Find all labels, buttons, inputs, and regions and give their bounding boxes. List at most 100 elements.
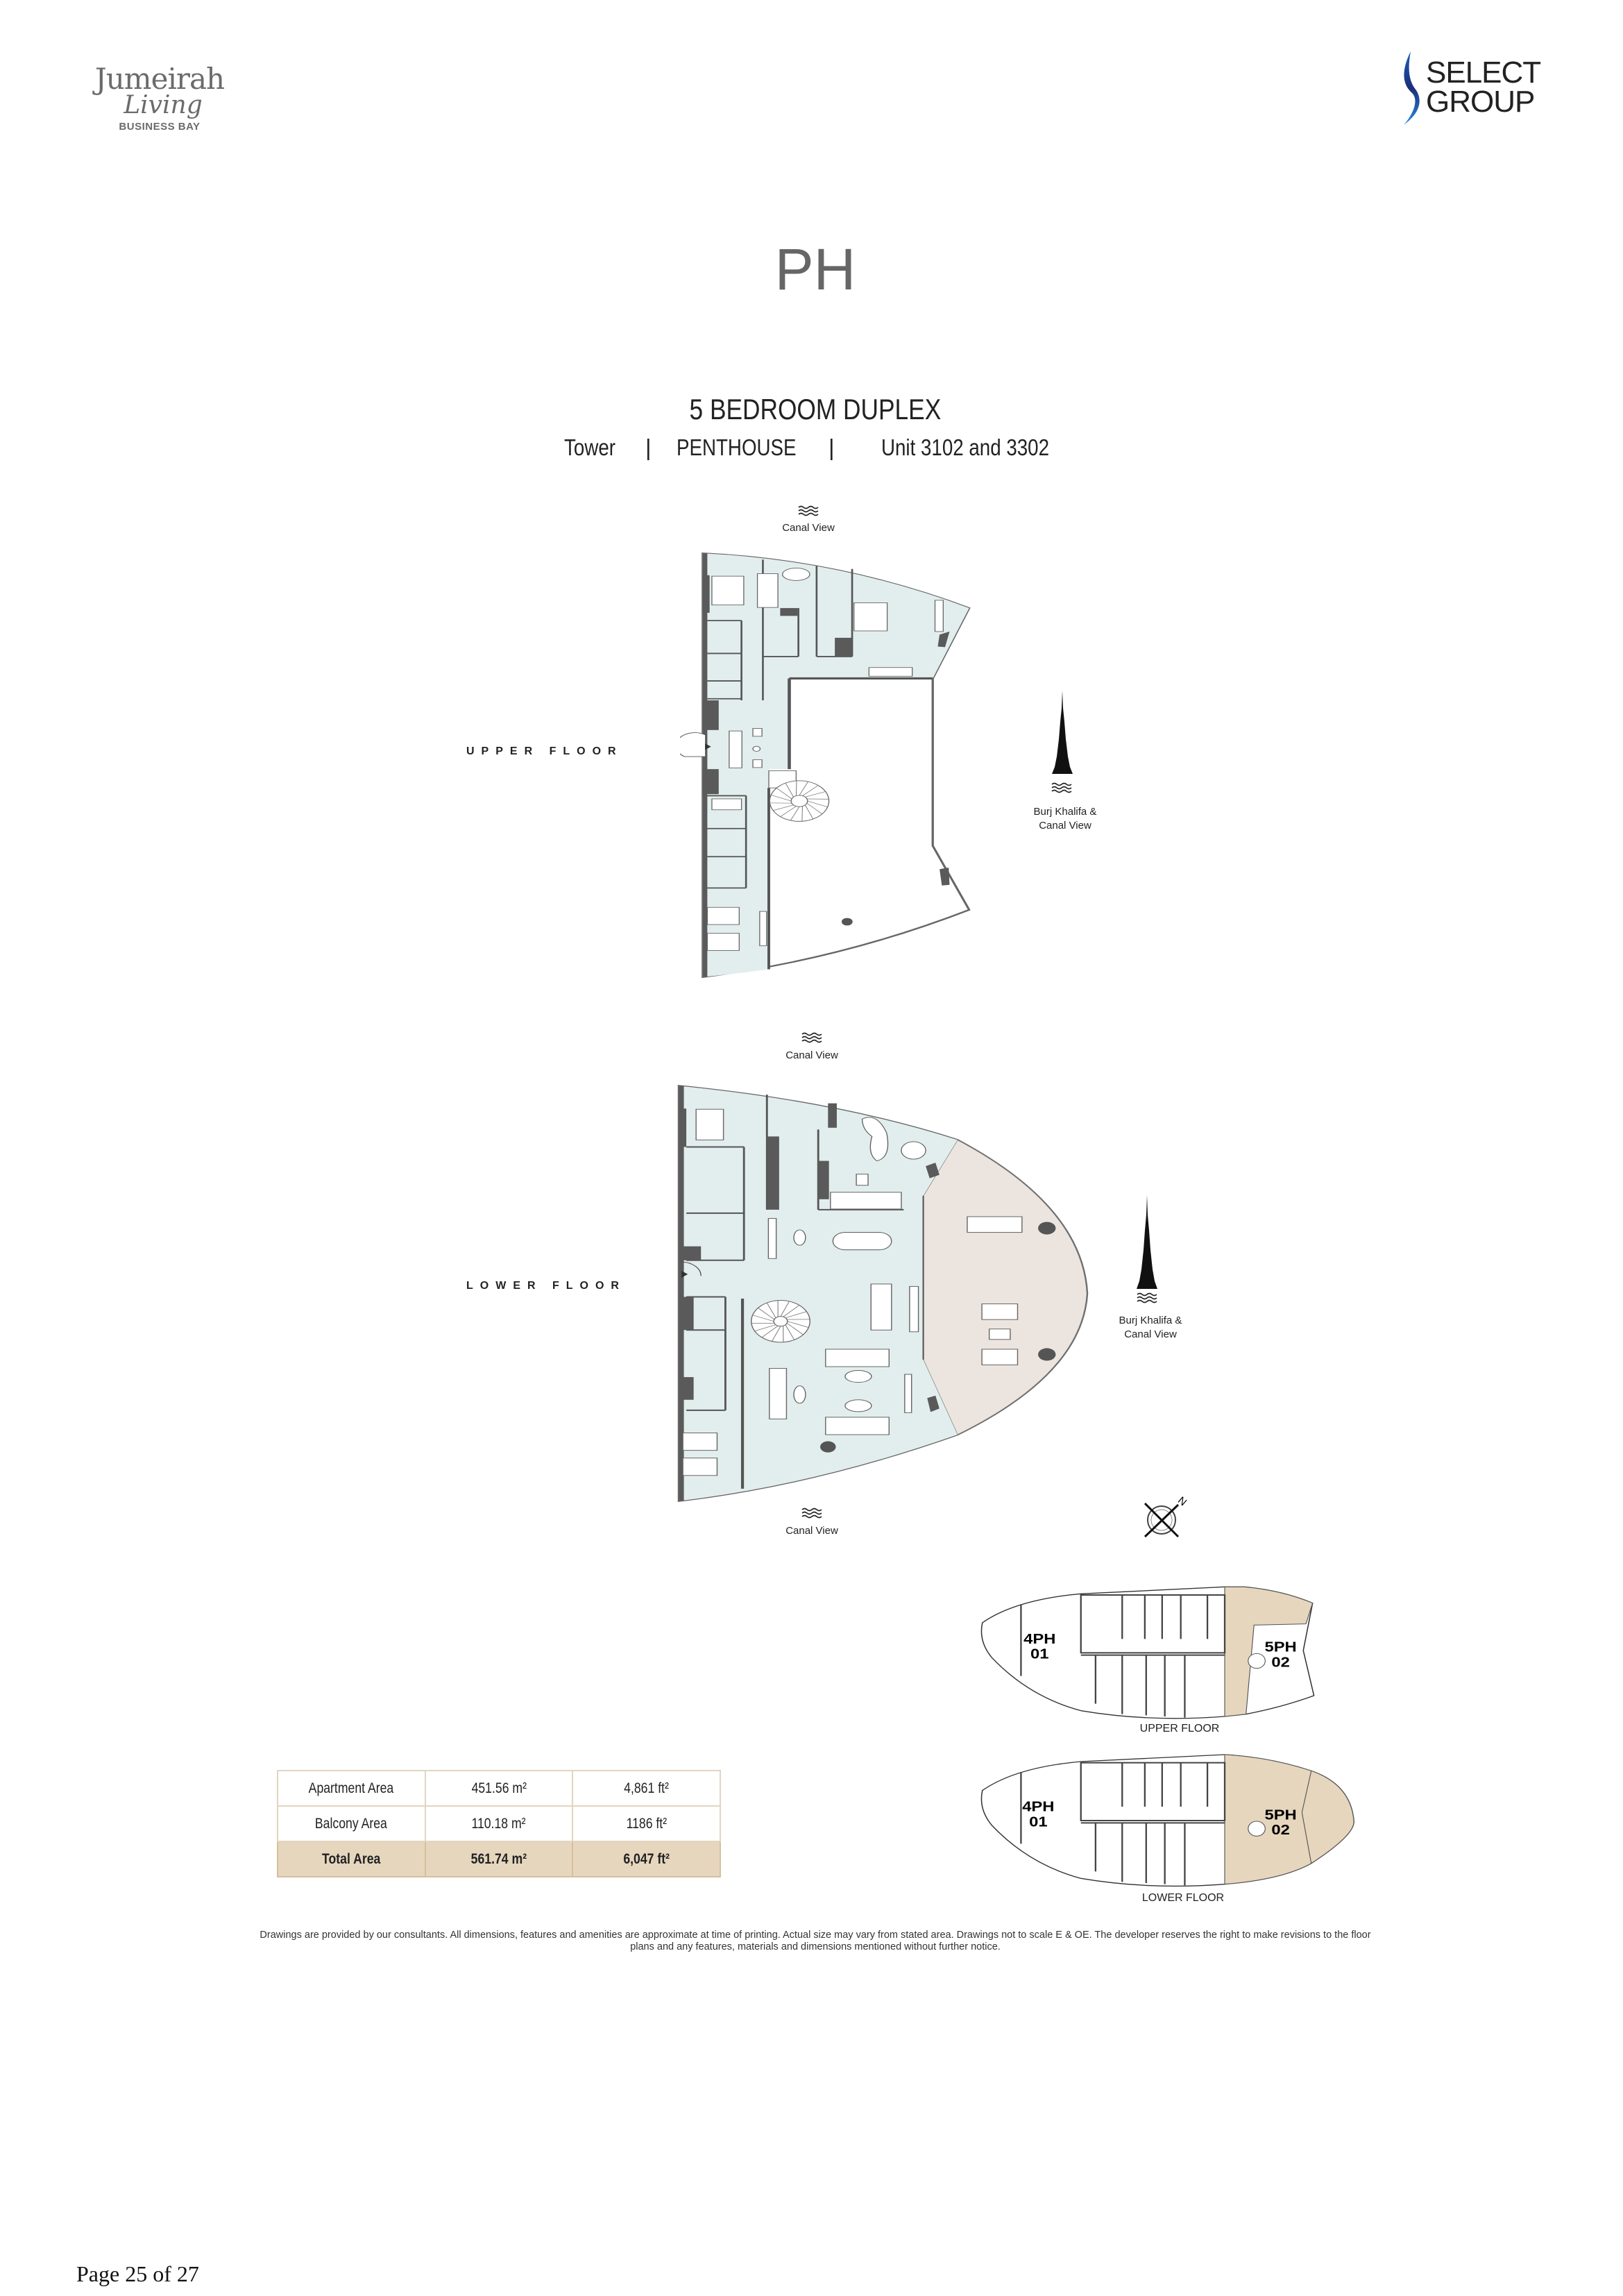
lower-interior: [679, 1086, 958, 1501]
logo-line1: Jumeirah: [94, 62, 225, 96]
stair-tread: [806, 802, 823, 815]
area-sqft-text: 6,047 ft²: [623, 1850, 670, 1867]
stair-tread: [776, 788, 792, 800]
area-sqft: 4,861 ft²: [572, 1770, 721, 1807]
stair-tread: [785, 1311, 807, 1319]
area-label: Total Area: [277, 1841, 426, 1877]
stair-tread: [780, 806, 797, 817]
lower-canal-view-bottom-label: Canal View: [785, 1525, 838, 1537]
subtitle-units-text: Unit 3102 and 3302: [881, 434, 1049, 460]
select-group-wordmark: SELECT GROUP: [1426, 56, 1541, 119]
area-sqft-text: 1186 ft²: [626, 1815, 667, 1832]
upper-burj-view-label: Burj Khalifa & Canal View: [1010, 805, 1121, 833]
lower-floor-plan: [677, 1085, 1089, 1502]
stair-tread: [785, 783, 794, 797]
stair-tread: [780, 1301, 790, 1317]
upper-canal-view-label: Canal View: [782, 522, 835, 534]
stair-tread: [804, 804, 814, 820]
upper-interior: [702, 553, 969, 977]
upper-floor-label: UPPER FLOOR: [466, 745, 623, 757]
area-sqm-text: 451.56 m²: [471, 1780, 527, 1796]
burj-view-line2: Canal View: [1039, 820, 1091, 832]
select-group-logo: SELECT GROUP: [1398, 50, 1558, 126]
area-label-text: Total Area: [322, 1850, 381, 1867]
stair-tread: [799, 781, 808, 796]
north-compass-icon: N: [1144, 1494, 1189, 1538]
water-waves-icon: [1137, 1292, 1157, 1303]
logo-line2: Living: [124, 91, 203, 119]
stair-tread: [766, 1302, 776, 1318]
subtitle-units: Unit 3102 and 3302: [881, 434, 1081, 461]
subtitle-separator: |: [829, 434, 835, 460]
stair-tread: [772, 1326, 781, 1342]
table-row: Balcony Area 110.18 m² 1186 ft²: [277, 1805, 721, 1842]
water-waves-icon: [798, 505, 819, 516]
logo-line3: BUSINESS BAY: [119, 121, 201, 133]
area-sqm: 110.18 m²: [424, 1805, 574, 1842]
area-label: Apartment Area: [277, 1770, 426, 1807]
disclaimer: Drawings are provided by our consultants…: [260, 1930, 1371, 1952]
key-unit-4ph-label: 4PH: [1022, 1798, 1054, 1814]
upper-floor-plan: [680, 552, 971, 979]
area-sqm-text: 561.74 m²: [470, 1850, 527, 1867]
stair-tread: [783, 1305, 800, 1317]
key-plan-lower: 4PH 01 5PH 02: [980, 1754, 1354, 1887]
key-unit-5ph-number: 02: [1271, 1654, 1289, 1670]
subtitle-category: PENTHOUSE: [677, 434, 819, 461]
logo-right-line2: GROUP: [1426, 85, 1535, 119]
select-group-flame-icon: [1404, 51, 1420, 125]
stair-tread: [770, 795, 792, 802]
stair-tread: [795, 780, 797, 796]
stair-tread: [802, 785, 819, 796]
page-number: Page 25 of 27: [76, 2261, 199, 2286]
lower-floor-label: LOWER FLOOR: [466, 1280, 626, 1292]
area-sqm: 451.56 m²: [424, 1770, 574, 1807]
key-unit-5ph-label: 5PH: [1264, 1807, 1296, 1823]
area-sqft: 6,047 ft²: [572, 1841, 721, 1877]
burj-view-line2: Canal View: [1124, 1328, 1177, 1340]
burj-khalifa-icon: [1052, 691, 1073, 774]
key-lower-floor-label: LOWER FLOOR: [1141, 1892, 1225, 1904]
logo-right-line1: SELECT: [1426, 56, 1541, 90]
key-unit-5ph-label: 5PH: [1264, 1639, 1296, 1655]
area-sqm-text: 110.18 m²: [471, 1815, 527, 1832]
key-unit-4ph-number: 01: [1030, 1646, 1048, 1662]
key-unit-4ph-number: 01: [1029, 1814, 1047, 1830]
area-label-text: Apartment Area: [309, 1780, 394, 1796]
column: [841, 918, 853, 926]
unit-title: 5 BEDROOM DUPLEX: [0, 393, 1623, 426]
stair-tread: [790, 807, 800, 821]
unit-title-text: 5 BEDROOM DUPLEX: [689, 393, 942, 425]
area-sqm: 561.74 m²: [424, 1841, 574, 1877]
stair-tread: [785, 1324, 795, 1340]
subtitle-tower: Tower: [559, 434, 620, 461]
stair-tread: [773, 804, 794, 811]
stair-tread: [761, 1325, 779, 1338]
water-waves-icon: [1051, 782, 1072, 793]
key-unit-4ph-label: 4PH: [1023, 1630, 1055, 1646]
stair-tread: [752, 1315, 774, 1322]
water-waves-icon: [801, 1032, 822, 1043]
burj-view-line1: Burj Khalifa &: [1033, 806, 1097, 818]
water-waves-icon: [801, 1508, 822, 1519]
key-unit-5ph-number: 02: [1271, 1821, 1289, 1837]
lower-burj-view-label: Burj Khalifa & Canal View: [1095, 1314, 1206, 1342]
key-plans: 4PH 01 5PH 02 4PH 01 5PH 02: [980, 1586, 1354, 1887]
stair-tread: [758, 1308, 775, 1320]
lower-canal-view-top-label: Canal View: [785, 1049, 838, 1061]
area-sqft: 1186 ft²: [572, 1805, 721, 1842]
burj-khalifa-icon: [1137, 1195, 1157, 1289]
subtitle-category-text: PENTHOUSE: [677, 434, 797, 460]
key-upper-floor-label: UPPER FLOOR: [1139, 1723, 1220, 1734]
stair-tread: [801, 806, 803, 822]
area-sqft-text: 4,861 ft²: [624, 1780, 670, 1796]
table-row: Apartment Area 451.56 m² 4,861 ft²: [277, 1770, 721, 1807]
stair-tread: [807, 800, 828, 808]
jumeirah-living-logo: Jumeirah Living BUSINESS BAY: [90, 64, 229, 137]
stair-tread: [805, 791, 826, 797]
stair-tread: [787, 1321, 809, 1328]
spiral-staircase: [751, 1300, 810, 1343]
subtitle-tower-text: Tower: [564, 434, 615, 460]
unit-type-code: PH: [774, 237, 856, 302]
area-label-text: Balcony Area: [315, 1815, 388, 1832]
